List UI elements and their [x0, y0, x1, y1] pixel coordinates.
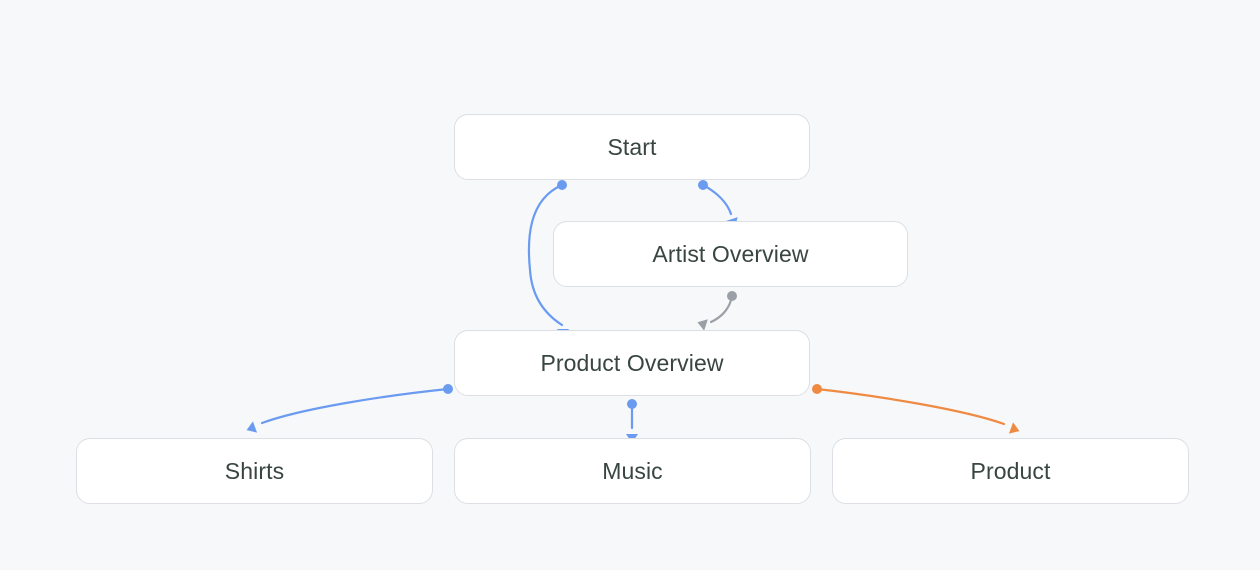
edge-arrowhead: [246, 421, 258, 433]
node-label: Artist Overview: [652, 240, 809, 267]
edge-product-overview-to-shirts[interactable]: [244, 384, 453, 436]
node-music[interactable]: Music: [454, 438, 811, 504]
edge-source-dot[interactable]: [627, 399, 637, 409]
node-shirts[interactable]: Shirts: [76, 438, 433, 504]
edge-source-dot[interactable]: [698, 180, 708, 190]
edge-line: [701, 183, 733, 216]
edge-source-dot[interactable]: [812, 384, 822, 394]
edge-product-overview-to-product[interactable]: [812, 384, 1022, 437]
edge-source-dot[interactable]: [443, 384, 453, 394]
edge-line: [260, 387, 450, 425]
edge-product-overview-to-music[interactable]: [626, 399, 638, 443]
node-label: Music: [602, 457, 663, 484]
node-start[interactable]: Start: [454, 114, 810, 180]
edge-arrowhead: [697, 319, 708, 331]
node-label: Shirts: [224, 457, 285, 484]
edge-line: [709, 294, 734, 324]
edge-source-dot[interactable]: [557, 180, 567, 190]
node-label: Start: [607, 133, 657, 160]
node-product-overview[interactable]: Product Overview: [454, 330, 810, 396]
edge-source-dot[interactable]: [727, 291, 737, 301]
node-label: Product Overview: [540, 349, 724, 376]
node-artist-overview[interactable]: Artist Overview: [553, 221, 908, 287]
edge-line: [815, 387, 1006, 426]
edge-artist-overview-to-product-overview[interactable]: [696, 291, 737, 331]
node-label: Product: [970, 457, 1051, 484]
node-product[interactable]: Product: [832, 438, 1189, 504]
edge-arrowhead: [1008, 422, 1020, 434]
